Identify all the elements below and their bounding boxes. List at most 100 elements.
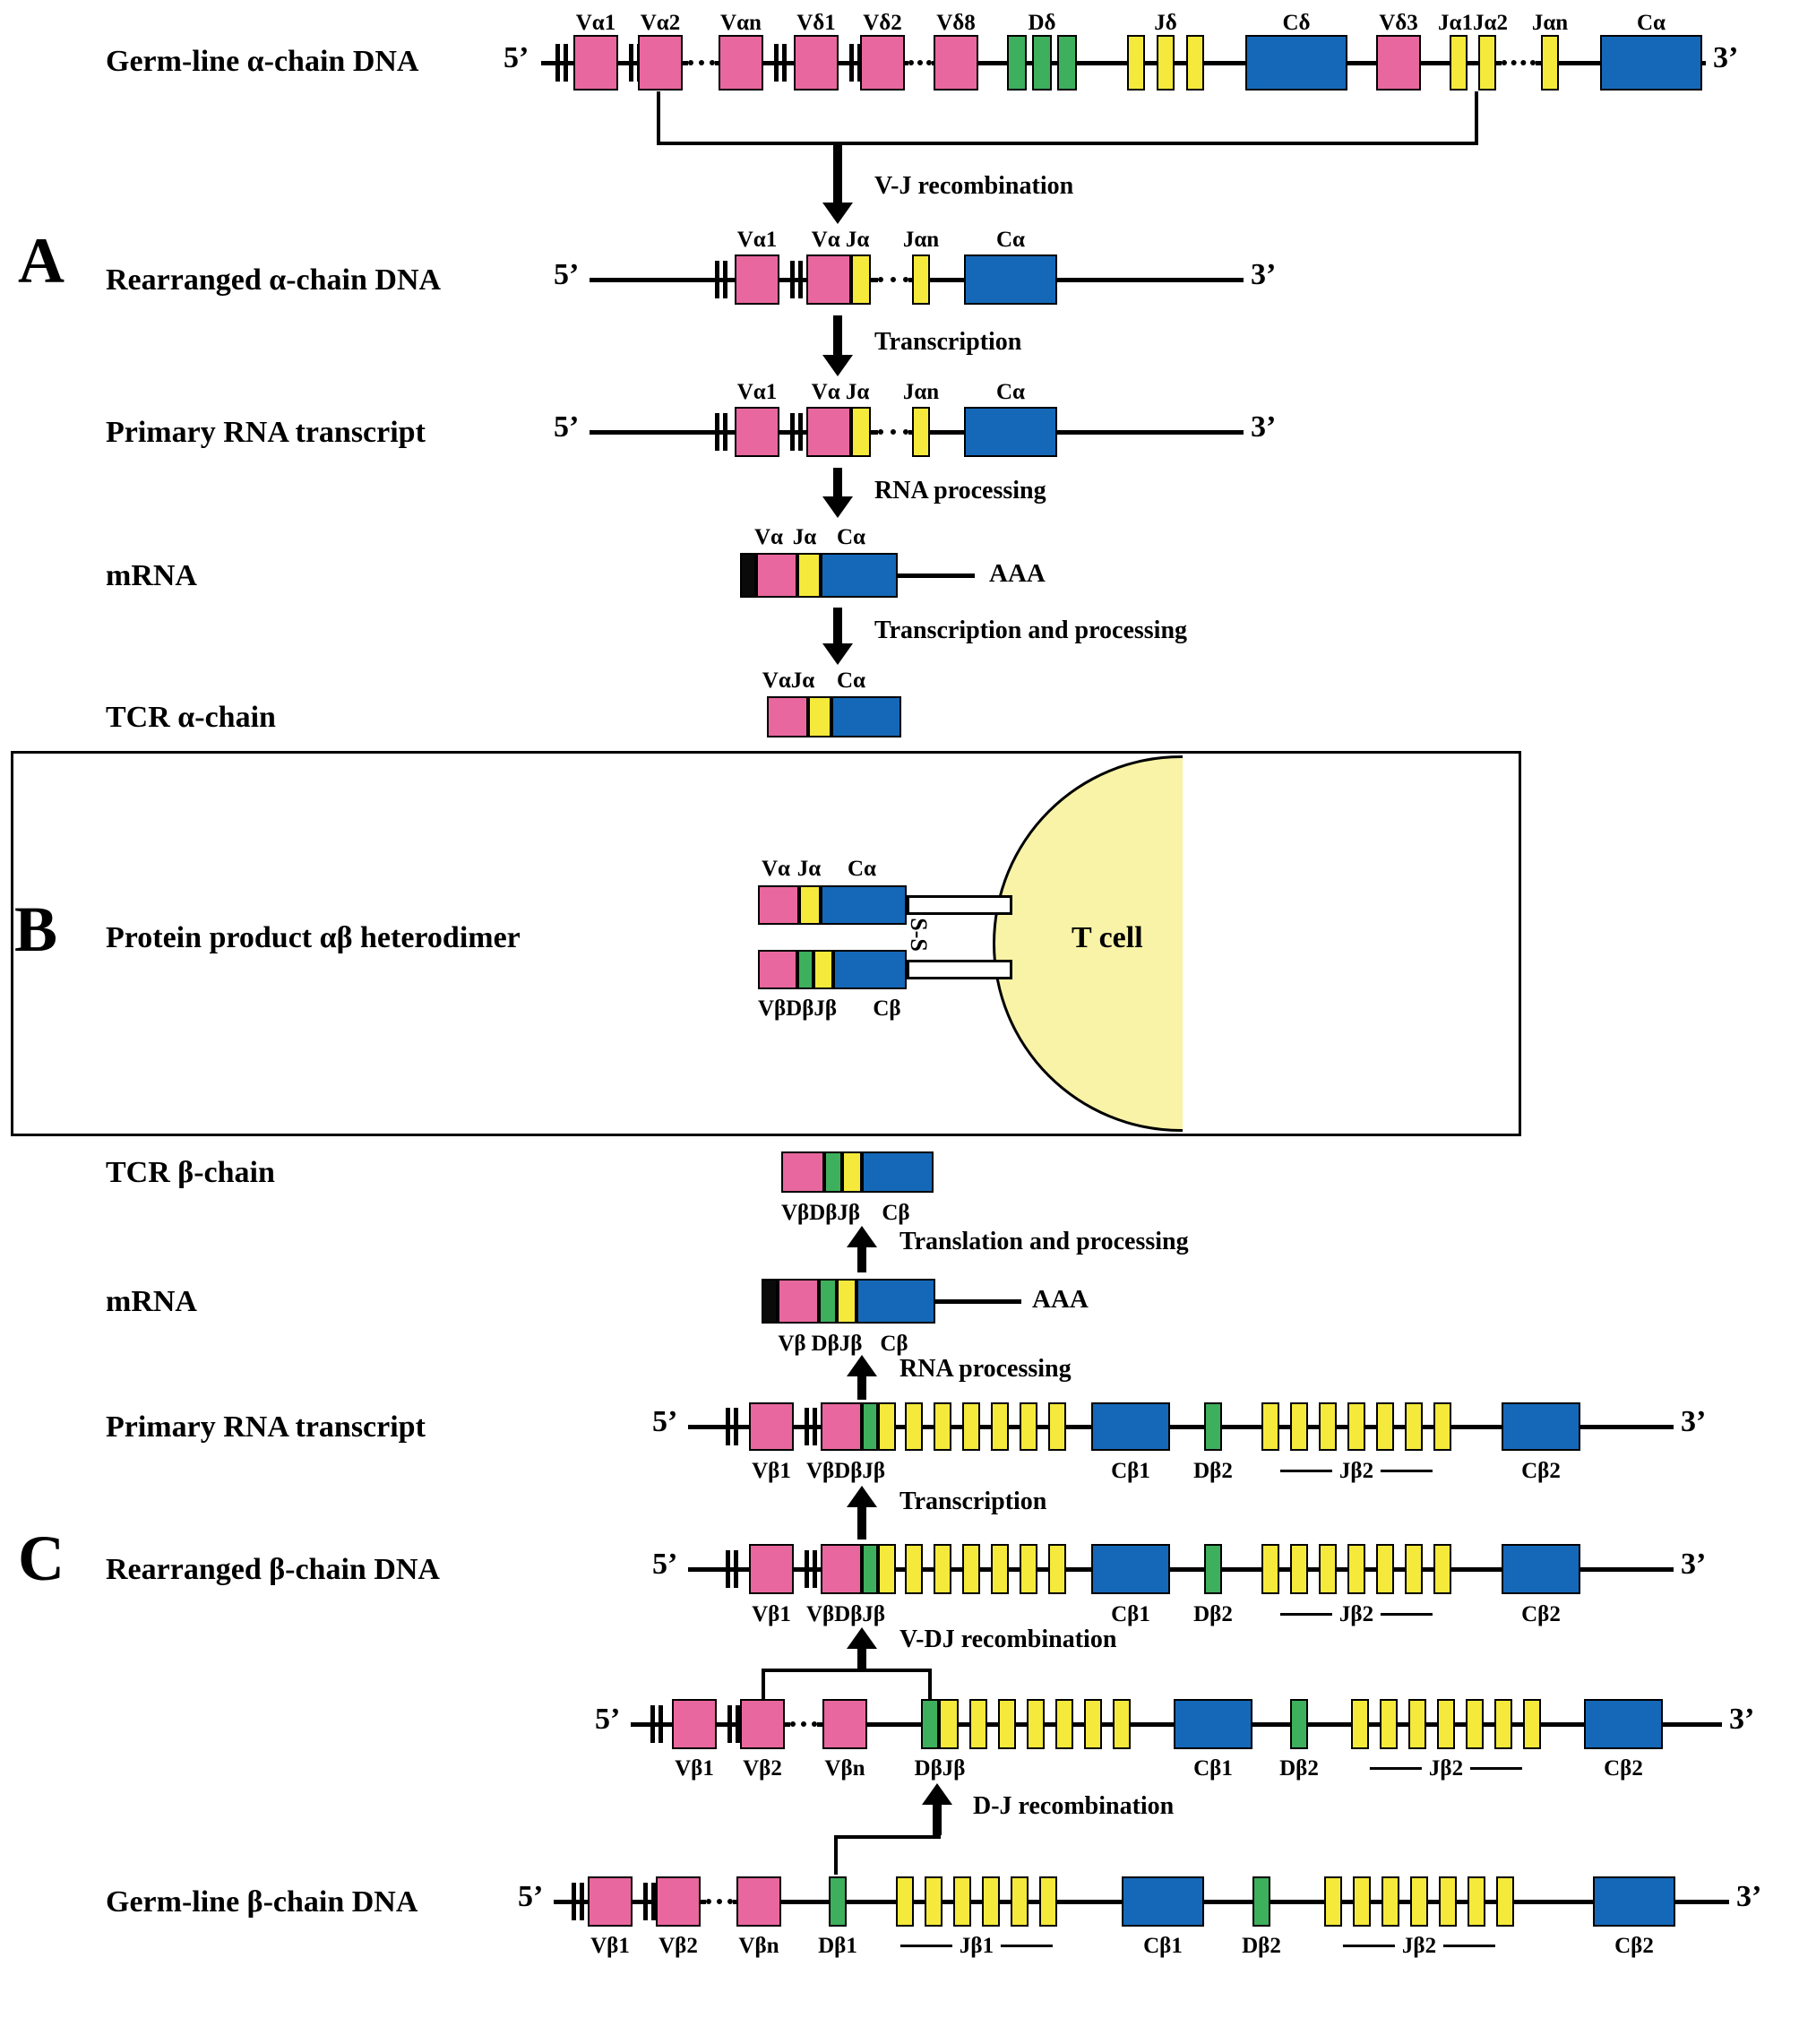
five-prime-label: 5’ [554,410,580,444]
gene-segment-j [1347,1402,1365,1451]
tick-mark [715,413,719,451]
mrna-beta-label: mRNA [106,1285,197,1318]
segment-label: VβDβJβ [805,1602,886,1626]
process-label: RNA processing [874,477,1046,505]
process-label: D-J recombination [973,1792,1175,1820]
gene-segment-j [1523,1699,1541,1749]
gene-segment-c [862,1151,934,1193]
tick-mark [572,1883,576,1920]
gene-segment-v [638,35,683,91]
gene-segment-d [1290,1699,1308,1749]
tick-mark [736,1705,740,1743]
segment-label: Jα1Jα2 [1438,11,1508,35]
gene-segment-v [794,35,839,91]
gene-segment-d [819,1279,837,1324]
segment-label: Jαn [1531,11,1569,35]
gene-segment-j [1376,1544,1394,1594]
gene-segment-j [842,1151,862,1193]
process-arrow-shaft [857,1244,866,1272]
connector-line [834,1835,941,1839]
gene-segment-j [851,254,871,305]
segment-label: Dβ1 [818,1934,857,1958]
polya-line [898,574,975,578]
process-arrow-head [822,355,853,376]
five-prime-label: 5’ [652,1548,678,1581]
gene-segment-j [1433,1544,1451,1594]
gene-segment-c [1502,1544,1580,1594]
process-arrow-shaft [833,145,842,206]
gene-segment-j [1324,1876,1342,1927]
gene-segment-j [799,885,821,925]
gene-segment-j [1290,1402,1308,1451]
tick-mark [782,44,787,82]
connector-line [657,142,1478,145]
process-arrow-head [822,496,853,518]
germline-alpha-dna-label: Germ-line α-chain DNA [106,45,419,78]
gene-segment-v [573,35,618,91]
segment-label: Vδ3 [1379,11,1418,35]
dna-line [688,1425,1674,1429]
panel-letter-A: A [18,225,65,297]
gene-segment-d [824,1151,842,1193]
primary-rna-transcript-alpha-label: Primary RNA transcript [106,416,426,449]
segment-label: Vα Jα [811,380,870,404]
five-prime-label: 5’ [518,1880,544,1913]
ellipsis-dots [706,1896,733,1907]
gene-segment-v [806,407,851,457]
three-prime-label: 3’ [1251,258,1277,291]
process-label: V-DJ recombination [900,1626,1117,1653]
tick-mark [734,1550,738,1588]
tick-mark [658,1705,663,1743]
gene-segment-v [740,1699,785,1749]
segment-label: Dβ2 [1193,1459,1233,1483]
five-prime-label: 5’ [504,41,529,74]
tick-mark [726,1550,730,1588]
three-prime-label: 3’ [1681,1548,1707,1581]
segment-label: Jα [792,525,817,549]
gene-segment-j [962,1402,980,1451]
gene-segment-j [982,1876,1000,1927]
gene-segment-j [813,950,833,989]
tick-mark [857,44,862,82]
segment-label: Jβ1 [893,1934,1060,1959]
transmembrane-tail [907,895,1012,915]
gene-segment-j [1410,1876,1428,1927]
process-label: V-J recombination [874,172,1074,200]
gene-segment-j [808,696,831,737]
gene-segment-v [758,950,797,989]
process-label: Transcription and processing [874,617,1188,644]
ellipsis-dots [688,57,715,68]
segment-label: Vα1 [736,380,778,404]
gene-segment-j [1027,1699,1045,1749]
tick-mark [805,1550,809,1588]
germline-beta-dna-label: Germ-line β-chain DNA [106,1885,418,1919]
gene-segment-v [735,407,779,457]
process-arrow-head [822,643,853,665]
gene-segment-j [969,1699,987,1749]
segment-label: VαJα [762,668,815,693]
gene-segment-j [1127,35,1145,91]
tick-mark [564,44,568,82]
segment-label: Vβ1 [752,1459,791,1483]
gene-segment-c [821,553,898,598]
gene-segment-v [656,1876,701,1927]
segment-label: Vδ1 [796,11,836,35]
process-label: Transcription [874,328,1022,356]
tick-mark [726,1408,730,1445]
segment-label: Dβ2 [1193,1602,1233,1626]
gene-segment-v [749,1402,794,1451]
gene-segment-j [1055,1699,1073,1749]
rearranged-alpha-dna-label: Rearranged α-chain DNA [106,263,442,297]
gene-segment-d [1252,1876,1270,1927]
gene-segment-j [1261,1402,1279,1451]
process-arrow-shaft [833,468,842,500]
gene-segment-j [1494,1699,1512,1749]
three-prime-label: 3’ [1713,41,1739,74]
gene-segment-j [912,254,930,305]
gene-segment-j [912,407,930,457]
connector-line [1475,91,1478,145]
gene-segment-v [781,1151,824,1193]
gene-segment-d [1204,1402,1222,1451]
segment-label: Jα [796,857,822,881]
segment-label: Cβ2 [1614,1934,1654,1958]
